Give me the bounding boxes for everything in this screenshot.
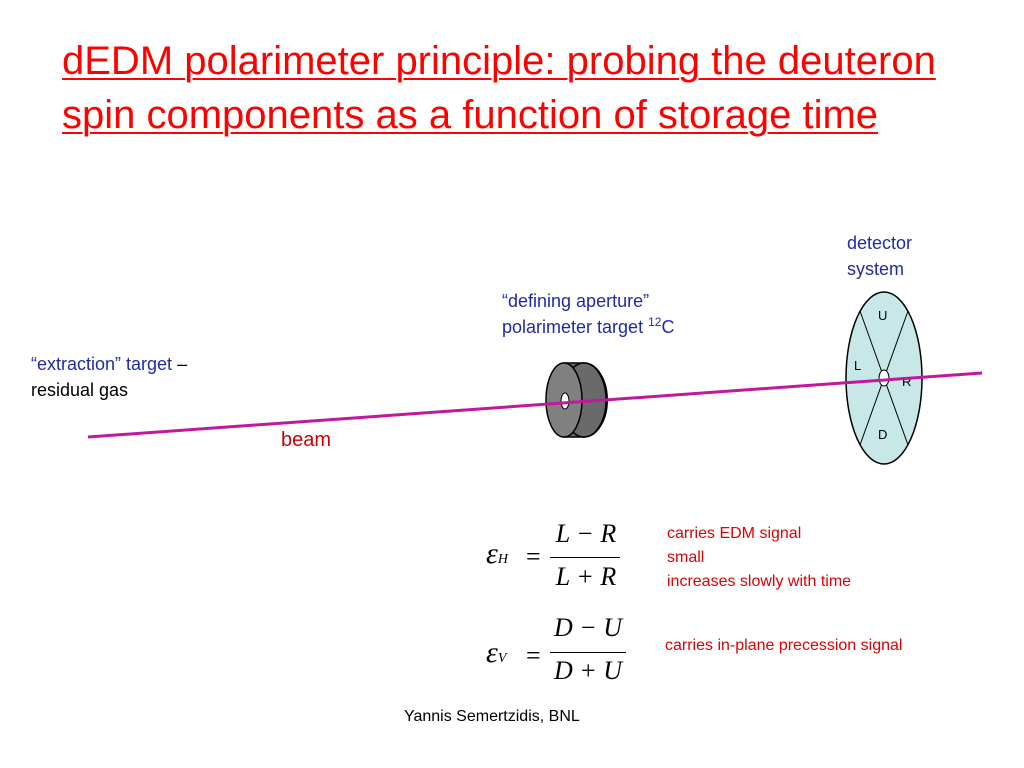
note-line: small: [667, 549, 705, 566]
fraction-bar: [550, 557, 620, 559]
segment-label-up: U: [878, 308, 887, 323]
note-line: increases slowly with time: [667, 573, 852, 590]
segment-label-left: L: [854, 358, 861, 373]
fraction-numerator: D − U: [553, 613, 623, 642]
extraction-target-text: “extraction” target: [31, 354, 173, 374]
slide-footer: Yannis Semertzidis, BNL: [404, 708, 580, 725]
residual-gas-text: residual gas: [31, 380, 129, 400]
aperture-target-text: polarimeter target: [502, 317, 649, 337]
fraction-denominator: L + R: [555, 562, 617, 591]
beam-label: beam: [281, 429, 332, 451]
epsilon-subscript: V: [497, 651, 507, 666]
detector-system-label: detector system: [847, 230, 912, 282]
equals-sign: =: [526, 542, 541, 571]
epsilon-subscript: H: [497, 552, 508, 567]
vertical-asymmetry-note: carries in-plane precession signal: [665, 637, 903, 654]
epsilon-symbol: ε: [486, 636, 498, 669]
fraction-bar: [550, 652, 626, 654]
aperture-label-line1: “defining aperture”: [502, 291, 650, 311]
aperture-target-label: “defining aperture” polarimeter target 1…: [502, 288, 674, 340]
horizontal-asymmetry-notes: carries EDM signal small increases slowl…: [667, 522, 851, 594]
equals-sign: =: [526, 641, 541, 670]
segment-label-down: D: [878, 427, 887, 442]
aperture-label-line2: polarimeter target 12C: [502, 314, 674, 340]
detector-label-line2: system: [847, 259, 905, 279]
note-line: carries EDM signal: [667, 525, 802, 542]
extraction-dash: –: [172, 354, 188, 374]
beam-line: [87, 371, 983, 439]
segment-label-right: R: [902, 374, 911, 389]
isotope-element: C: [661, 317, 675, 337]
slide-title: dEDM polarimeter principle: probing the …: [62, 39, 936, 137]
fraction-numerator: L − R: [555, 519, 617, 548]
detector-label-line1: detector: [847, 233, 913, 253]
isotope-mass-number: 12: [648, 315, 662, 329]
detector-system-icon: U L R D: [845, 291, 923, 465]
fraction-denominator: D + U: [553, 656, 623, 685]
epsilon-symbol: ε: [486, 537, 498, 570]
extraction-target-label: “extraction” target – residual gas: [31, 351, 187, 403]
